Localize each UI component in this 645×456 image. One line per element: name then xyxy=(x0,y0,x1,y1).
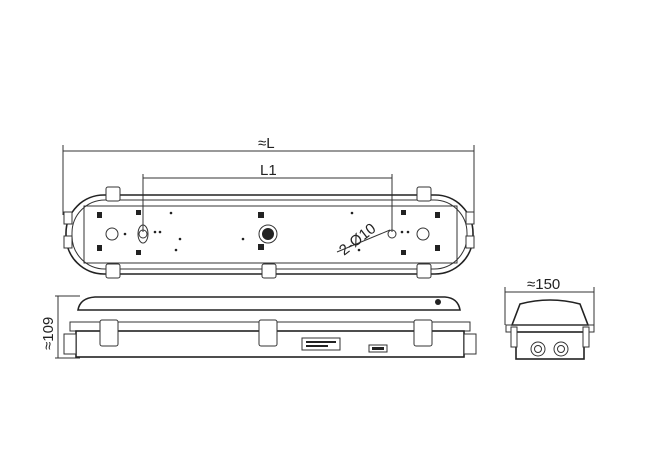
corner-mark xyxy=(435,212,440,218)
dot xyxy=(153,230,157,234)
keyhole-slot xyxy=(137,224,149,244)
mount-hole-left xyxy=(105,227,119,241)
label-plate-mark xyxy=(372,347,384,350)
side-clip-right xyxy=(413,319,433,347)
dot xyxy=(178,237,182,241)
end-gland-right xyxy=(463,333,477,355)
mounting-plate xyxy=(83,205,458,264)
mount-hole-right xyxy=(416,227,430,241)
nameplate xyxy=(301,337,341,351)
fixing-hole-left xyxy=(138,229,148,239)
overall-length-label: ≈L xyxy=(258,135,275,152)
end-body xyxy=(515,331,585,360)
end-clip-left xyxy=(510,326,518,348)
dot xyxy=(123,232,127,236)
end-dome xyxy=(510,299,590,326)
cable-gland-right-inner xyxy=(557,345,565,353)
mount-spacing-label: L1 xyxy=(260,162,277,179)
corner-mark xyxy=(401,210,406,215)
gland-left-bottom xyxy=(63,235,73,249)
end-clip-right xyxy=(582,326,590,348)
hole-callout-leader xyxy=(336,229,391,253)
corner-mark xyxy=(258,212,264,218)
corner-mark xyxy=(136,250,141,255)
cable-gland-left xyxy=(530,341,546,357)
side-clip-middle xyxy=(258,319,278,347)
corner-mark xyxy=(401,250,406,255)
clip-bottom-right xyxy=(416,263,432,279)
dot xyxy=(350,211,354,215)
end-view: ≈150 xyxy=(504,276,595,360)
center-component xyxy=(262,228,274,240)
corner-mark xyxy=(97,245,102,251)
corner-mark xyxy=(435,245,440,251)
dot xyxy=(400,230,404,234)
top-view: ≈L L1 xyxy=(62,135,475,279)
clip-bottom-left xyxy=(105,263,121,279)
end-lip xyxy=(505,324,595,333)
cable-gland-left-inner xyxy=(534,345,542,353)
clip-top-right xyxy=(416,186,432,202)
fixing-hole-right xyxy=(387,229,397,239)
nameplate-text xyxy=(306,341,336,343)
dot xyxy=(158,230,162,234)
hole-callout-label: 2-Ø10 xyxy=(336,220,379,259)
dot xyxy=(169,211,173,215)
gland-right-top xyxy=(465,211,475,225)
clip-bottom-middle xyxy=(261,263,277,279)
side-view: ≈109 xyxy=(40,295,477,359)
corner-mark xyxy=(258,244,264,250)
side-clip-left xyxy=(99,319,119,347)
width-label: ≈150 xyxy=(527,276,560,293)
corner-mark xyxy=(136,210,141,215)
label-plate xyxy=(368,344,388,353)
height-label: ≈109 xyxy=(40,317,57,350)
corner-mark xyxy=(97,212,102,218)
diffuser-cover xyxy=(77,296,461,311)
clip-top-left xyxy=(105,186,121,202)
center-component-ring xyxy=(258,224,278,244)
dot xyxy=(174,248,178,252)
gland-left-top xyxy=(63,211,73,225)
gland-right-bottom xyxy=(465,235,475,249)
dot xyxy=(357,248,361,252)
nameplate-text xyxy=(306,345,328,347)
cable-gland-right xyxy=(553,341,569,357)
dot xyxy=(241,237,245,241)
end-gland-left xyxy=(63,333,77,355)
cover-screw xyxy=(435,299,441,305)
dot xyxy=(406,230,410,234)
